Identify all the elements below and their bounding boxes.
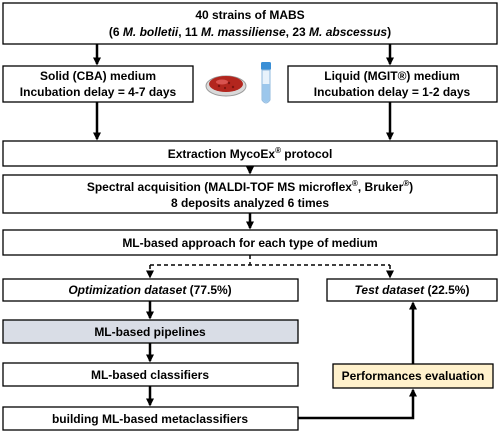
- ml-pipelines-label: ML-based pipelines: [94, 325, 206, 339]
- performances-evaluation-label: Performances evaluation: [342, 369, 485, 383]
- strains-detail: (6 M. bolletii, 11 M. massiliense, 23 M.…: [109, 25, 391, 39]
- strains-title: 40 strains of MABS: [195, 8, 304, 22]
- solid-medium-delay: Incubation delay = 4-7 days: [20, 85, 177, 99]
- spectral-title: Spectral acquisition (MALDI-TOF MS micro…: [87, 179, 413, 194]
- liquid-medium-box: [287, 65, 498, 103]
- liquid-medium-delay: Incubation delay = 1-2 days: [314, 85, 471, 99]
- ml-approach-label: ML-based approach for each type of mediu…: [122, 236, 377, 250]
- test-tube-icon: [261, 62, 271, 104]
- strains-box: [2, 2, 498, 45]
- test-dataset-label: Test dataset (22.5%): [355, 283, 470, 297]
- extraction-label: Extraction MycoEx® protocol: [168, 146, 333, 161]
- metaclassifiers-label: building ML-based metaclassifiers: [52, 412, 248, 426]
- solid-medium-title: Solid (CBA) medium: [40, 69, 156, 83]
- solid-medium-box: [2, 65, 194, 103]
- arrow-meta-to-performances: [298, 388, 417, 420]
- test-dataset-box: [326, 278, 498, 302]
- liquid-medium-title: Liquid (MGIT®) medium: [324, 69, 460, 83]
- performances-evaluation-box: [332, 363, 494, 389]
- spectral-box: [2, 174, 498, 214]
- petri-dish-icon: [205, 75, 247, 97]
- ml-classifiers-label: ML-based classifiers: [91, 368, 209, 382]
- spectral-detail: 8 deposits analyzed 6 times: [171, 196, 329, 210]
- optimization-dataset-label: Optimization dataset (77.5%): [68, 283, 231, 297]
